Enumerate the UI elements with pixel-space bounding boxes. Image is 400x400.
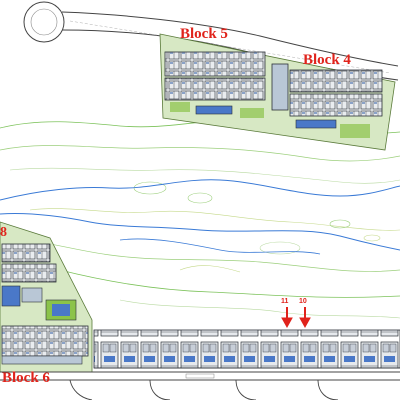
- access-road: [23, 1, 399, 81]
- marker-11-label: 11: [281, 298, 289, 305]
- block-8-label: 8: [0, 225, 7, 240]
- villa-row: [93, 329, 400, 369]
- river: [0, 179, 400, 255]
- block-6-label: Block 6: [2, 370, 50, 386]
- bottom-road: [0, 371, 400, 400]
- block-4-label: Block 4: [303, 52, 351, 68]
- marker-arrows: [281, 307, 311, 329]
- contour-lines: [0, 120, 400, 319]
- block-8-6-complex: [0, 221, 93, 373]
- block-5-label: Block 5: [180, 26, 228, 42]
- block-5-4-complex: [159, 33, 396, 151]
- marker-10-label: 10: [299, 298, 307, 305]
